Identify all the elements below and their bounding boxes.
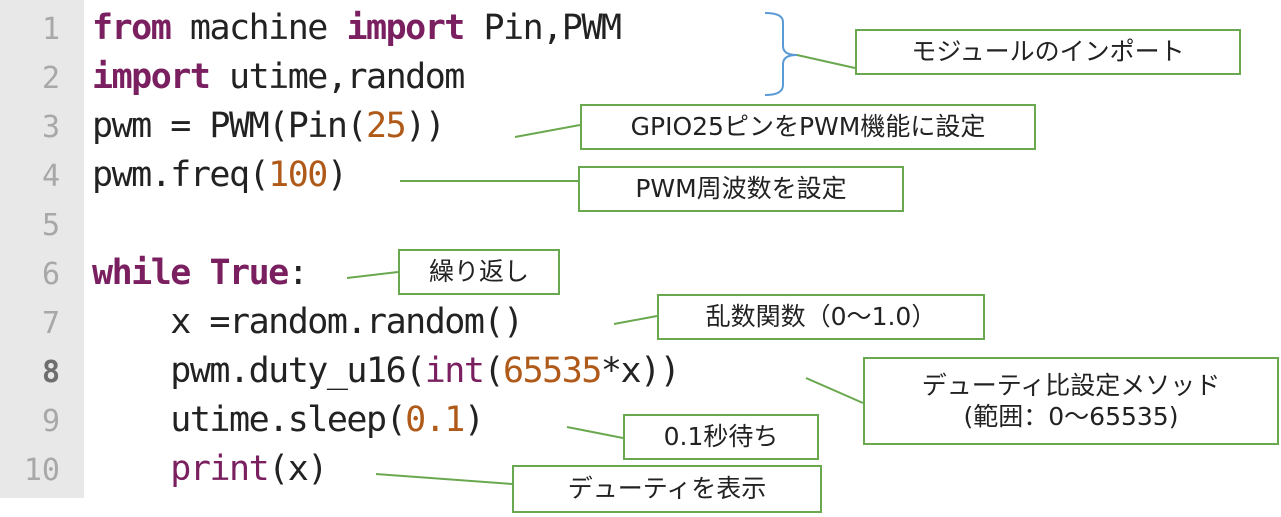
code-line-9[interactable]: utime.sleep(0.1) [92,395,485,445]
line-number: 10 [23,453,60,488]
line-number: 4 [41,159,60,194]
code-line-4[interactable]: pwm.freq(100) [92,150,348,200]
connector-duty [805,377,864,404]
line-number: 1 [41,12,60,47]
code-token: pwm.duty_u16( [92,351,426,391]
import-bracket [764,12,798,96]
annotation-text: モジュールのインポート [911,37,1185,67]
code-token: x =random.random() [92,302,524,342]
code-token: ) [326,155,348,195]
keyword-token: True [209,253,289,293]
connector-module-import [796,54,856,69]
code-token: machine [170,8,347,48]
line-number: 9 [41,404,60,439]
annotation-sleep: 0.1秒待ち [623,414,819,460]
number-token: 25 [366,106,407,146]
code-token: *x)) [600,351,681,391]
connector-random [613,315,658,325]
annotation-text: GPIO25ピンをPWM機能に設定 [630,112,986,142]
annotation-text-line1: デューティ比設定メソッド [921,370,1221,400]
annotation-text: デューティを表示 [567,474,767,504]
annotation-gpio-pwm: GPIO25ピンをPWM機能に設定 [580,104,1036,150]
code-token: utime,random [209,57,465,97]
annotation-pwm-freq: PWM周波数を設定 [578,166,904,212]
code-token: : [287,253,309,293]
keyword-token: from [92,8,172,48]
annotation-text: 乱数関数（0～1.0） [705,302,937,332]
code-line-6[interactable]: while True: [92,248,309,298]
line-number: 7 [41,306,60,341]
annotation-print: デューティを表示 [512,465,822,513]
annotation-text: 繰り返し [428,257,529,287]
code-token: (x) [268,449,328,489]
connector-print [375,473,513,485]
line-number: 6 [41,257,60,292]
builtin-token: int [424,351,485,391]
line-number: 2 [41,61,60,96]
builtin-token: print [170,449,269,489]
code-token: ) [463,400,485,440]
code-token: ( [483,351,504,391]
number-token: 100 [268,155,328,195]
annotation-text-line2: (範囲：0～65535) [963,402,1179,431]
annotation-module-import: モジュールのインポート [855,29,1241,75]
number-token: 0.1 [405,400,465,440]
annotation-duty: デューティ比設定メソッド (範囲：0～65535) [863,357,1279,445]
annotation-random: 乱数関数（0～1.0） [657,294,985,340]
connector-sleep [566,426,624,439]
code-token: pwm = PWM(Pin( [92,106,368,146]
number-token: 65535 [503,351,602,391]
connector-loop [346,271,399,279]
keyword-token: while [92,253,191,293]
code-line-3[interactable]: pwm = PWM(Pin(25)) [92,101,446,151]
keyword-token: import [346,8,465,48]
keyword-token: import [92,57,211,97]
code-token: pwm.freq( [92,155,270,195]
code-line-10[interactable]: print(x) [92,444,328,494]
line-number-gutter [0,0,84,498]
code-token: utime.sleep( [92,400,406,440]
code-line-8[interactable]: pwm.duty_u16(int(65535*x)) [92,346,681,396]
line-number-current: 8 [41,355,60,390]
annotation-loop: 繰り返し [398,249,560,295]
annotation-text: PWM周波数を設定 [635,174,847,204]
line-number: 5 [41,208,60,243]
annotation-text: 0.1秒待ち [663,422,779,452]
line-number: 3 [41,110,60,145]
code-token: Pin,PWM [463,8,622,48]
code-token: )) [405,106,446,146]
connector-gpio [514,124,581,138]
code-line-7[interactable]: x =random.random() [92,297,524,347]
code-line-1[interactable]: from machine import Pin,PWM [92,3,622,53]
code-line-2[interactable]: import utime,random [92,52,465,102]
